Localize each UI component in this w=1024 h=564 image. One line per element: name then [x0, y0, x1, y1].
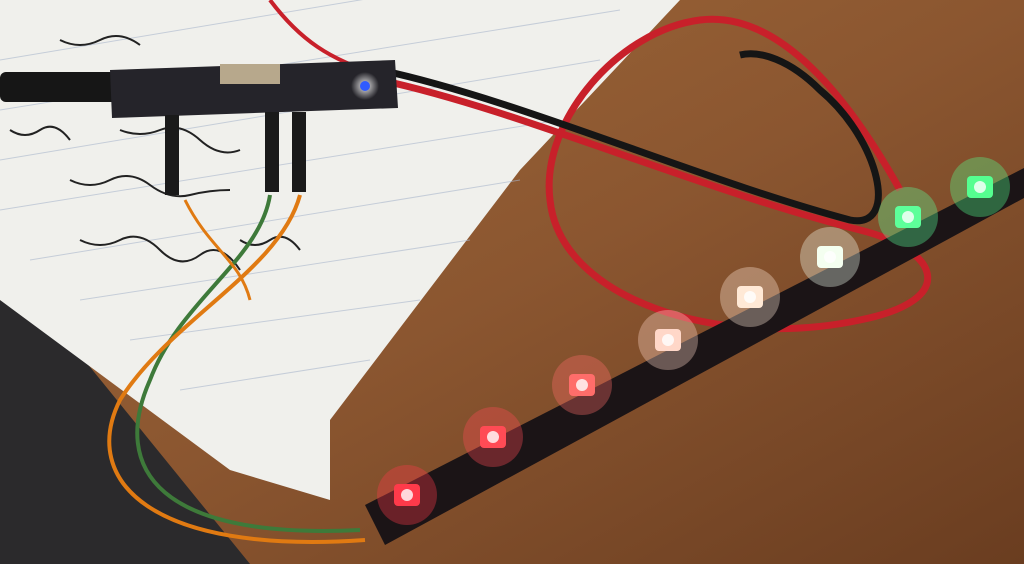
green-wire [135, 194, 361, 533]
microcontroller-board [110, 60, 398, 195]
black-wire [379, 50, 882, 225]
board-status-led [360, 81, 370, 91]
led-hotspot [401, 489, 413, 501]
orange-wire [107, 194, 366, 544]
led-hotspot [487, 431, 499, 443]
usb-cable [0, 72, 120, 102]
led-hotspot [902, 211, 914, 223]
handwriting [9, 35, 301, 271]
led-hotspot [576, 379, 588, 391]
floor-background [0, 300, 250, 564]
led-hotspot [744, 291, 756, 303]
red-wire [379, 15, 931, 333]
led-strip [365, 168, 1024, 545]
led-hotspot [662, 334, 674, 346]
led-hotspot [824, 251, 836, 263]
led-hotspot [974, 181, 986, 193]
